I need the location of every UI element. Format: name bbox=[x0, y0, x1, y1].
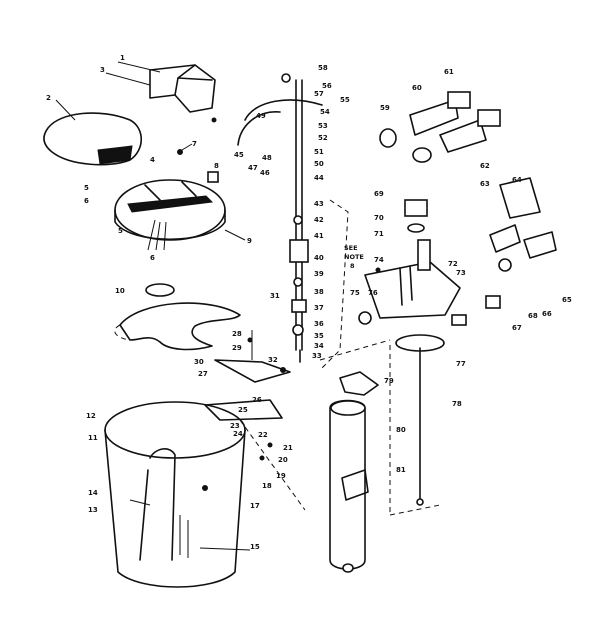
label-56: 56 bbox=[322, 82, 332, 90]
label-28: 28 bbox=[232, 330, 242, 338]
label-19: 19 bbox=[276, 472, 286, 480]
label-49: 49 bbox=[256, 112, 266, 120]
label-55: 55 bbox=[340, 96, 350, 104]
label-15: 15 bbox=[250, 543, 260, 551]
label-13: 13 bbox=[88, 506, 98, 514]
label-36: 36 bbox=[314, 320, 324, 328]
label-34: 34 bbox=[314, 342, 324, 350]
central-stem bbox=[237, 73, 349, 371]
valve-body bbox=[358, 239, 461, 352]
label-60: 60 bbox=[412, 84, 422, 92]
label-32: 32 bbox=[268, 356, 278, 364]
label-72: 72 bbox=[448, 260, 458, 268]
label-9: 9 bbox=[247, 237, 252, 245]
label-68: 68 bbox=[528, 312, 538, 320]
label-40: 40 bbox=[314, 254, 324, 262]
label-31: 31 bbox=[270, 292, 280, 300]
note-line-3: 8 bbox=[350, 262, 355, 270]
label-2: 2 bbox=[46, 94, 51, 102]
label-20: 20 bbox=[278, 456, 288, 464]
brine-plate bbox=[114, 283, 241, 351]
label-4: 4 bbox=[150, 156, 155, 164]
label-79: 79 bbox=[384, 377, 394, 385]
label-12: 12 bbox=[86, 412, 96, 420]
label-3: 3 bbox=[100, 66, 105, 74]
label-53: 53 bbox=[318, 122, 328, 130]
top-cover bbox=[105, 61, 217, 123]
label-78: 78 bbox=[452, 400, 462, 408]
label-33: 33 bbox=[312, 352, 322, 360]
salt-lid bbox=[43, 99, 143, 166]
label-50: 50 bbox=[314, 160, 324, 168]
note-line-1: SEE bbox=[344, 244, 358, 252]
label-46: 46 bbox=[260, 169, 270, 177]
label-38: 38 bbox=[314, 288, 324, 296]
label-26: 26 bbox=[252, 396, 262, 404]
label-5: 5 bbox=[84, 184, 89, 192]
label-37: 37 bbox=[314, 304, 324, 312]
label-67: 67 bbox=[512, 324, 522, 332]
label-48: 48 bbox=[262, 154, 272, 162]
label-63: 63 bbox=[480, 180, 490, 188]
label-57: 57 bbox=[314, 90, 324, 98]
label-17: 17 bbox=[250, 502, 260, 510]
label-6: 6 bbox=[84, 197, 89, 205]
label-76: 76 bbox=[368, 289, 378, 297]
label-58: 58 bbox=[318, 64, 328, 72]
label-7: 7 bbox=[192, 140, 197, 148]
label-21: 21 bbox=[283, 444, 293, 452]
label-77: 77 bbox=[456, 360, 466, 368]
callout-labels: 1 3 2 4 5 6 7 8 9 5 6 10 11 12 14 13 15 … bbox=[46, 54, 572, 551]
label-66: 66 bbox=[542, 310, 552, 318]
label-6b: 6 bbox=[150, 254, 155, 262]
label-5b: 5 bbox=[118, 227, 123, 235]
brine-cap bbox=[114, 143, 246, 251]
label-69: 69 bbox=[374, 190, 384, 198]
label-23: 23 bbox=[230, 422, 240, 430]
label-18: 18 bbox=[262, 482, 272, 490]
label-10: 10 bbox=[115, 287, 125, 295]
label-11: 11 bbox=[88, 434, 98, 442]
label-62: 62 bbox=[480, 162, 490, 170]
label-47: 47 bbox=[248, 164, 258, 172]
label-54: 54 bbox=[320, 108, 330, 116]
label-71: 71 bbox=[374, 230, 384, 238]
label-25: 25 bbox=[238, 406, 248, 414]
label-73: 73 bbox=[456, 269, 466, 277]
label-30: 30 bbox=[194, 358, 204, 366]
label-27: 27 bbox=[198, 370, 208, 378]
label-64: 64 bbox=[512, 176, 522, 184]
label-41: 41 bbox=[314, 232, 324, 240]
label-42: 42 bbox=[314, 216, 324, 224]
label-70: 70 bbox=[374, 214, 384, 222]
label-61: 61 bbox=[444, 68, 454, 76]
label-43: 43 bbox=[314, 200, 324, 208]
fittings bbox=[379, 91, 557, 326]
note-line-2: NOTE bbox=[344, 253, 364, 261]
label-29: 29 bbox=[232, 344, 242, 352]
label-59: 59 bbox=[380, 104, 390, 112]
label-14: 14 bbox=[88, 489, 98, 497]
brine-valve-bracket bbox=[204, 330, 306, 511]
label-81: 81 bbox=[396, 466, 406, 474]
label-8: 8 bbox=[214, 162, 219, 170]
label-74: 74 bbox=[374, 256, 384, 264]
salt-tank bbox=[104, 401, 251, 588]
resin-tank bbox=[319, 339, 441, 573]
label-52: 52 bbox=[318, 134, 328, 142]
label-39: 39 bbox=[314, 270, 324, 278]
label-44: 44 bbox=[314, 174, 324, 182]
label-45: 45 bbox=[234, 151, 244, 159]
label-22: 22 bbox=[258, 431, 268, 439]
see-note: SEE NOTE 8 bbox=[344, 244, 364, 270]
label-35: 35 bbox=[314, 332, 324, 340]
label-24: 24 bbox=[233, 430, 243, 438]
label-65: 65 bbox=[562, 296, 572, 304]
label-75: 75 bbox=[350, 289, 360, 297]
label-51: 51 bbox=[314, 148, 324, 156]
label-1: 1 bbox=[120, 54, 125, 62]
label-80: 80 bbox=[396, 426, 406, 434]
